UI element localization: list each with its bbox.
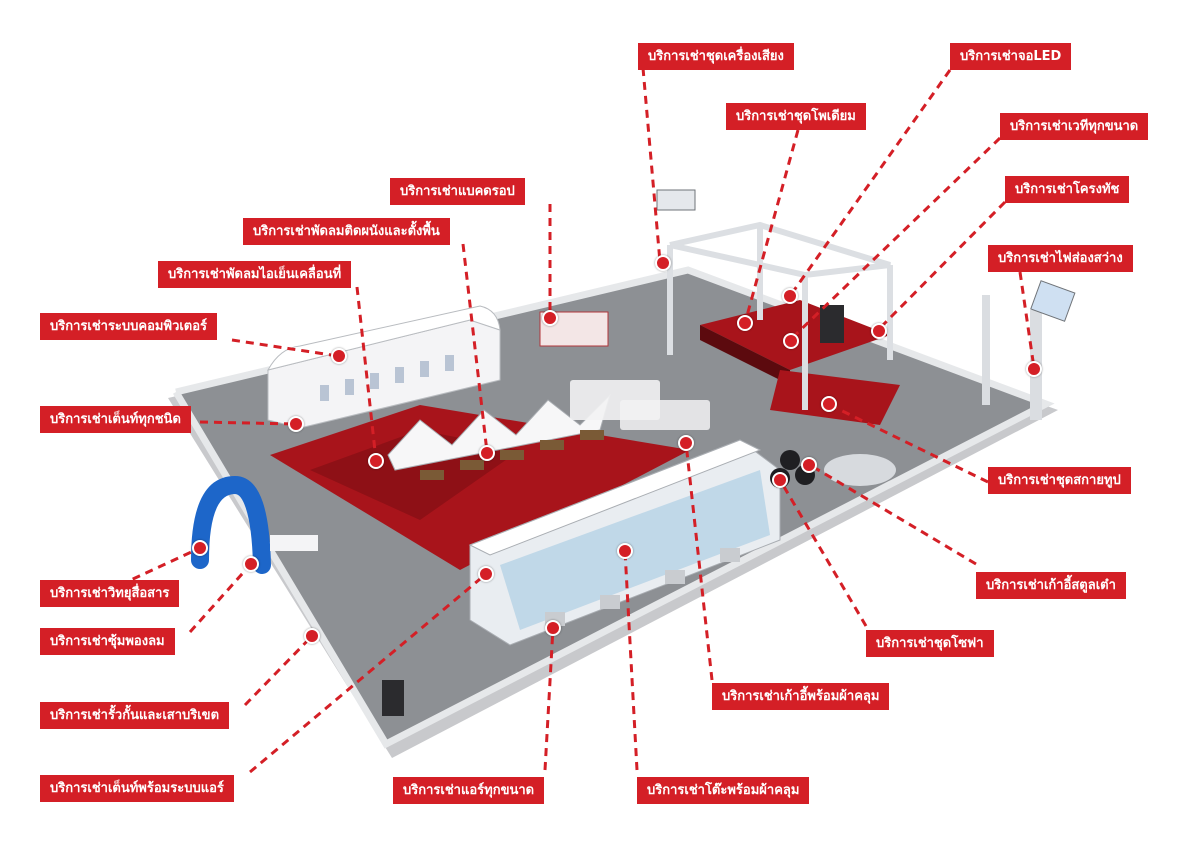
label-computer-rental[interactable]: บริการเช่าระบบคอมพิวเตอร์ xyxy=(40,313,218,340)
dot-tent-air[interactable] xyxy=(478,566,494,582)
dot-radio[interactable] xyxy=(192,540,208,556)
dot-truss[interactable] xyxy=(871,323,887,339)
dot-lighting[interactable] xyxy=(1026,361,1042,377)
floor-speaker xyxy=(382,680,404,716)
label-sofa-rental[interactable]: บริการเช่าชุดโซฟา xyxy=(866,630,994,657)
long-tent-windows xyxy=(320,355,454,401)
dot-podium[interactable] xyxy=(737,315,753,331)
label-aircon-tent-rental[interactable]: บริการเช่าเต็นท์พร้อมระบบแอร์ xyxy=(40,775,234,802)
label-inflatable-arch-rental[interactable]: บริการเช่าซุ้มพองลม xyxy=(40,628,175,655)
label-sound-system-rental[interactable]: บริการเช่าชุดเครื่องเสียง xyxy=(638,43,794,70)
label-stool-rental[interactable]: บริการเช่าเก้าอี้สตูลเต๋า xyxy=(976,572,1126,599)
inflatable-arch xyxy=(191,475,271,574)
long-tent-roof xyxy=(267,305,501,371)
dot-skytube[interactable] xyxy=(821,396,837,412)
dot-sound[interactable] xyxy=(655,255,671,271)
label-truss-rental[interactable]: บริการเช่าโครงทัช xyxy=(1005,176,1130,203)
floodlight xyxy=(1030,280,1076,322)
leader-lines xyxy=(119,67,1036,774)
skytube-base xyxy=(824,454,896,486)
label-stage-rental[interactable]: บริการเช่าเวทีทุกขนาด xyxy=(1000,113,1149,140)
dot-sofa[interactable] xyxy=(772,472,788,488)
aircon-tent-glass xyxy=(500,470,770,630)
label-fence-rental[interactable]: บริการเช่ารั้วกั้นและเสาบริเขต xyxy=(40,702,230,729)
label-lighting-rental[interactable]: บริการเช่าไฟส่องสว่าง xyxy=(988,245,1133,272)
dot-aircon[interactable] xyxy=(545,620,561,636)
perimeter-fence xyxy=(172,266,1055,749)
light-pole-2 xyxy=(982,295,990,405)
label-cooler-fan-rental[interactable]: บริการเช่าพัดลมไอเย็นเคลื่อนที่ xyxy=(158,261,352,288)
dot-fence[interactable] xyxy=(304,628,320,644)
label-podium-rental[interactable]: บริการเช่าชุดโพเดียม xyxy=(726,103,866,130)
label-wall-fan-rental[interactable]: บริการเช่าพัดลมติดผนังและตั้งพื้น xyxy=(243,218,450,245)
dot-computer[interactable] xyxy=(331,348,347,364)
speaker-stack xyxy=(820,305,844,343)
dot-led[interactable] xyxy=(782,288,798,304)
side-table xyxy=(270,535,318,551)
dot-wall-fan[interactable] xyxy=(479,445,495,461)
chair-rows xyxy=(570,380,710,430)
peaked-tents xyxy=(387,393,612,471)
dot-arch[interactable] xyxy=(243,556,259,572)
aircon-units xyxy=(545,548,740,626)
label-backdrop-rental[interactable]: บริการเช่าแบคดรอป xyxy=(390,178,525,205)
label-radio-rental[interactable]: บริการเช่าวิทยุสื่อสาร xyxy=(40,580,180,607)
dot-table-cover[interactable] xyxy=(617,543,633,559)
dot-tent-all[interactable] xyxy=(288,416,304,432)
label-led-screen-rental[interactable]: บริการเช่าจอLED xyxy=(950,43,1072,70)
label-chair-cover-rental[interactable]: บริการเช่าเก้าอี้พร้อมผ้าคลุม xyxy=(712,683,890,710)
label-aircon-rental[interactable]: บริการเช่าแอร์ทุกขนาด xyxy=(393,777,545,804)
dot-cooler-fan[interactable] xyxy=(368,453,384,469)
led-panel xyxy=(656,189,696,211)
label-table-cover-rental[interactable]: บริการเช่าโต๊ะพร้อมผ้าคลุม xyxy=(637,777,810,804)
label-tent-rental[interactable]: บริการเช่าเต็นท์ทุกชนิด xyxy=(40,406,191,433)
banquet-tables xyxy=(420,430,604,480)
label-skytube-rental[interactable]: บริการเช่าชุดสกายทูป xyxy=(988,467,1131,494)
dot-chair-cover[interactable] xyxy=(678,435,694,451)
dot-stage[interactable] xyxy=(783,333,799,349)
dot-backdrop[interactable] xyxy=(542,310,558,326)
dot-stool[interactable] xyxy=(801,457,817,473)
stage-front xyxy=(700,325,790,385)
